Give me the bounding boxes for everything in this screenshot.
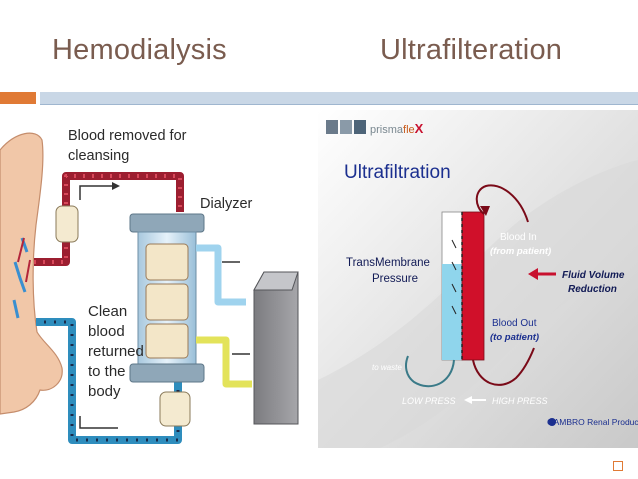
label-to-waste: to waste	[372, 363, 402, 372]
label-transmembrane: TransMembrane	[346, 257, 430, 269]
ultrafiltration-panel: prismafleX Ultrafiltration TransMembrane…	[318, 110, 638, 448]
label-reduction: Reduction	[568, 284, 617, 295]
label-low-press: LOW PRESS	[402, 396, 456, 406]
dialyzer-bottom-cap	[129, 363, 205, 383]
gambro-logo-icon	[548, 418, 556, 426]
logo-icon-3	[354, 120, 366, 134]
label-from-patient: (from patient)	[490, 246, 551, 257]
label-blood-removed-line2: cleansing	[68, 148, 129, 164]
drip-chamber-venous	[159, 391, 191, 427]
slide-title-ultrafiltration: Ultrafilteration	[380, 34, 563, 66]
label-blood-removed-line1: Blood removed for	[68, 128, 187, 144]
label-clean-line1: Clean	[88, 303, 127, 320]
dialyzer-fiber-3	[145, 323, 189, 359]
label-high-press: HIGH PRESS	[492, 396, 548, 406]
waste-curve	[405, 355, 455, 388]
label-clean-line3: returned	[88, 343, 144, 360]
label-pressure: Pressure	[372, 273, 418, 285]
label-blood-out: Blood Out	[492, 318, 537, 329]
label-clean-line2: blood	[88, 323, 125, 340]
label-dialyzer: Dialyzer	[200, 196, 253, 212]
blood-in-curve	[475, 184, 529, 223]
dialysis-machine	[253, 271, 299, 425]
blood-out-curve	[472, 347, 535, 386]
label-fluid-volume: Fluid Volume	[562, 270, 625, 281]
label-blood-in: Blood In	[500, 232, 537, 243]
logo-prisma: prismafleX	[370, 121, 424, 136]
dialyzer-fiber-2	[145, 283, 189, 321]
drip-chamber-arterial	[55, 205, 79, 243]
dialysate-out-tube	[196, 336, 252, 388]
slide-bullet-marker	[613, 461, 623, 471]
title-accent-bar	[0, 92, 36, 104]
filtrate-fluid	[442, 264, 462, 360]
flow-arrow-top	[79, 185, 112, 200]
title-divider-bar	[40, 92, 638, 104]
title-divider-line	[40, 104, 638, 105]
hemodialysis-diagram: Blood removed for cleansing Dialyzer Cle…	[0, 128, 299, 444]
label-to-patient: (to patient)	[490, 332, 539, 343]
dialysate-in-tube	[196, 244, 246, 306]
dialyzer-fiber-1	[145, 243, 189, 281]
arm-illustration	[0, 132, 63, 415]
label-gambro: GAMBRO Renal Products	[547, 417, 638, 427]
slide-title-hemodialysis: Hemodialysis	[52, 34, 227, 66]
artery-lines	[17, 237, 31, 283]
blood-compartment	[461, 211, 485, 361]
flow-arrow-bottom	[79, 416, 118, 429]
logo-icon-2	[340, 120, 352, 134]
logo-icon-1	[326, 120, 338, 134]
label-clean-line4: to the	[88, 363, 126, 380]
dialyzer-top-cap	[129, 213, 205, 233]
label-clean-line5: body	[88, 383, 121, 400]
uf-heading: Ultrafiltration	[344, 162, 451, 183]
